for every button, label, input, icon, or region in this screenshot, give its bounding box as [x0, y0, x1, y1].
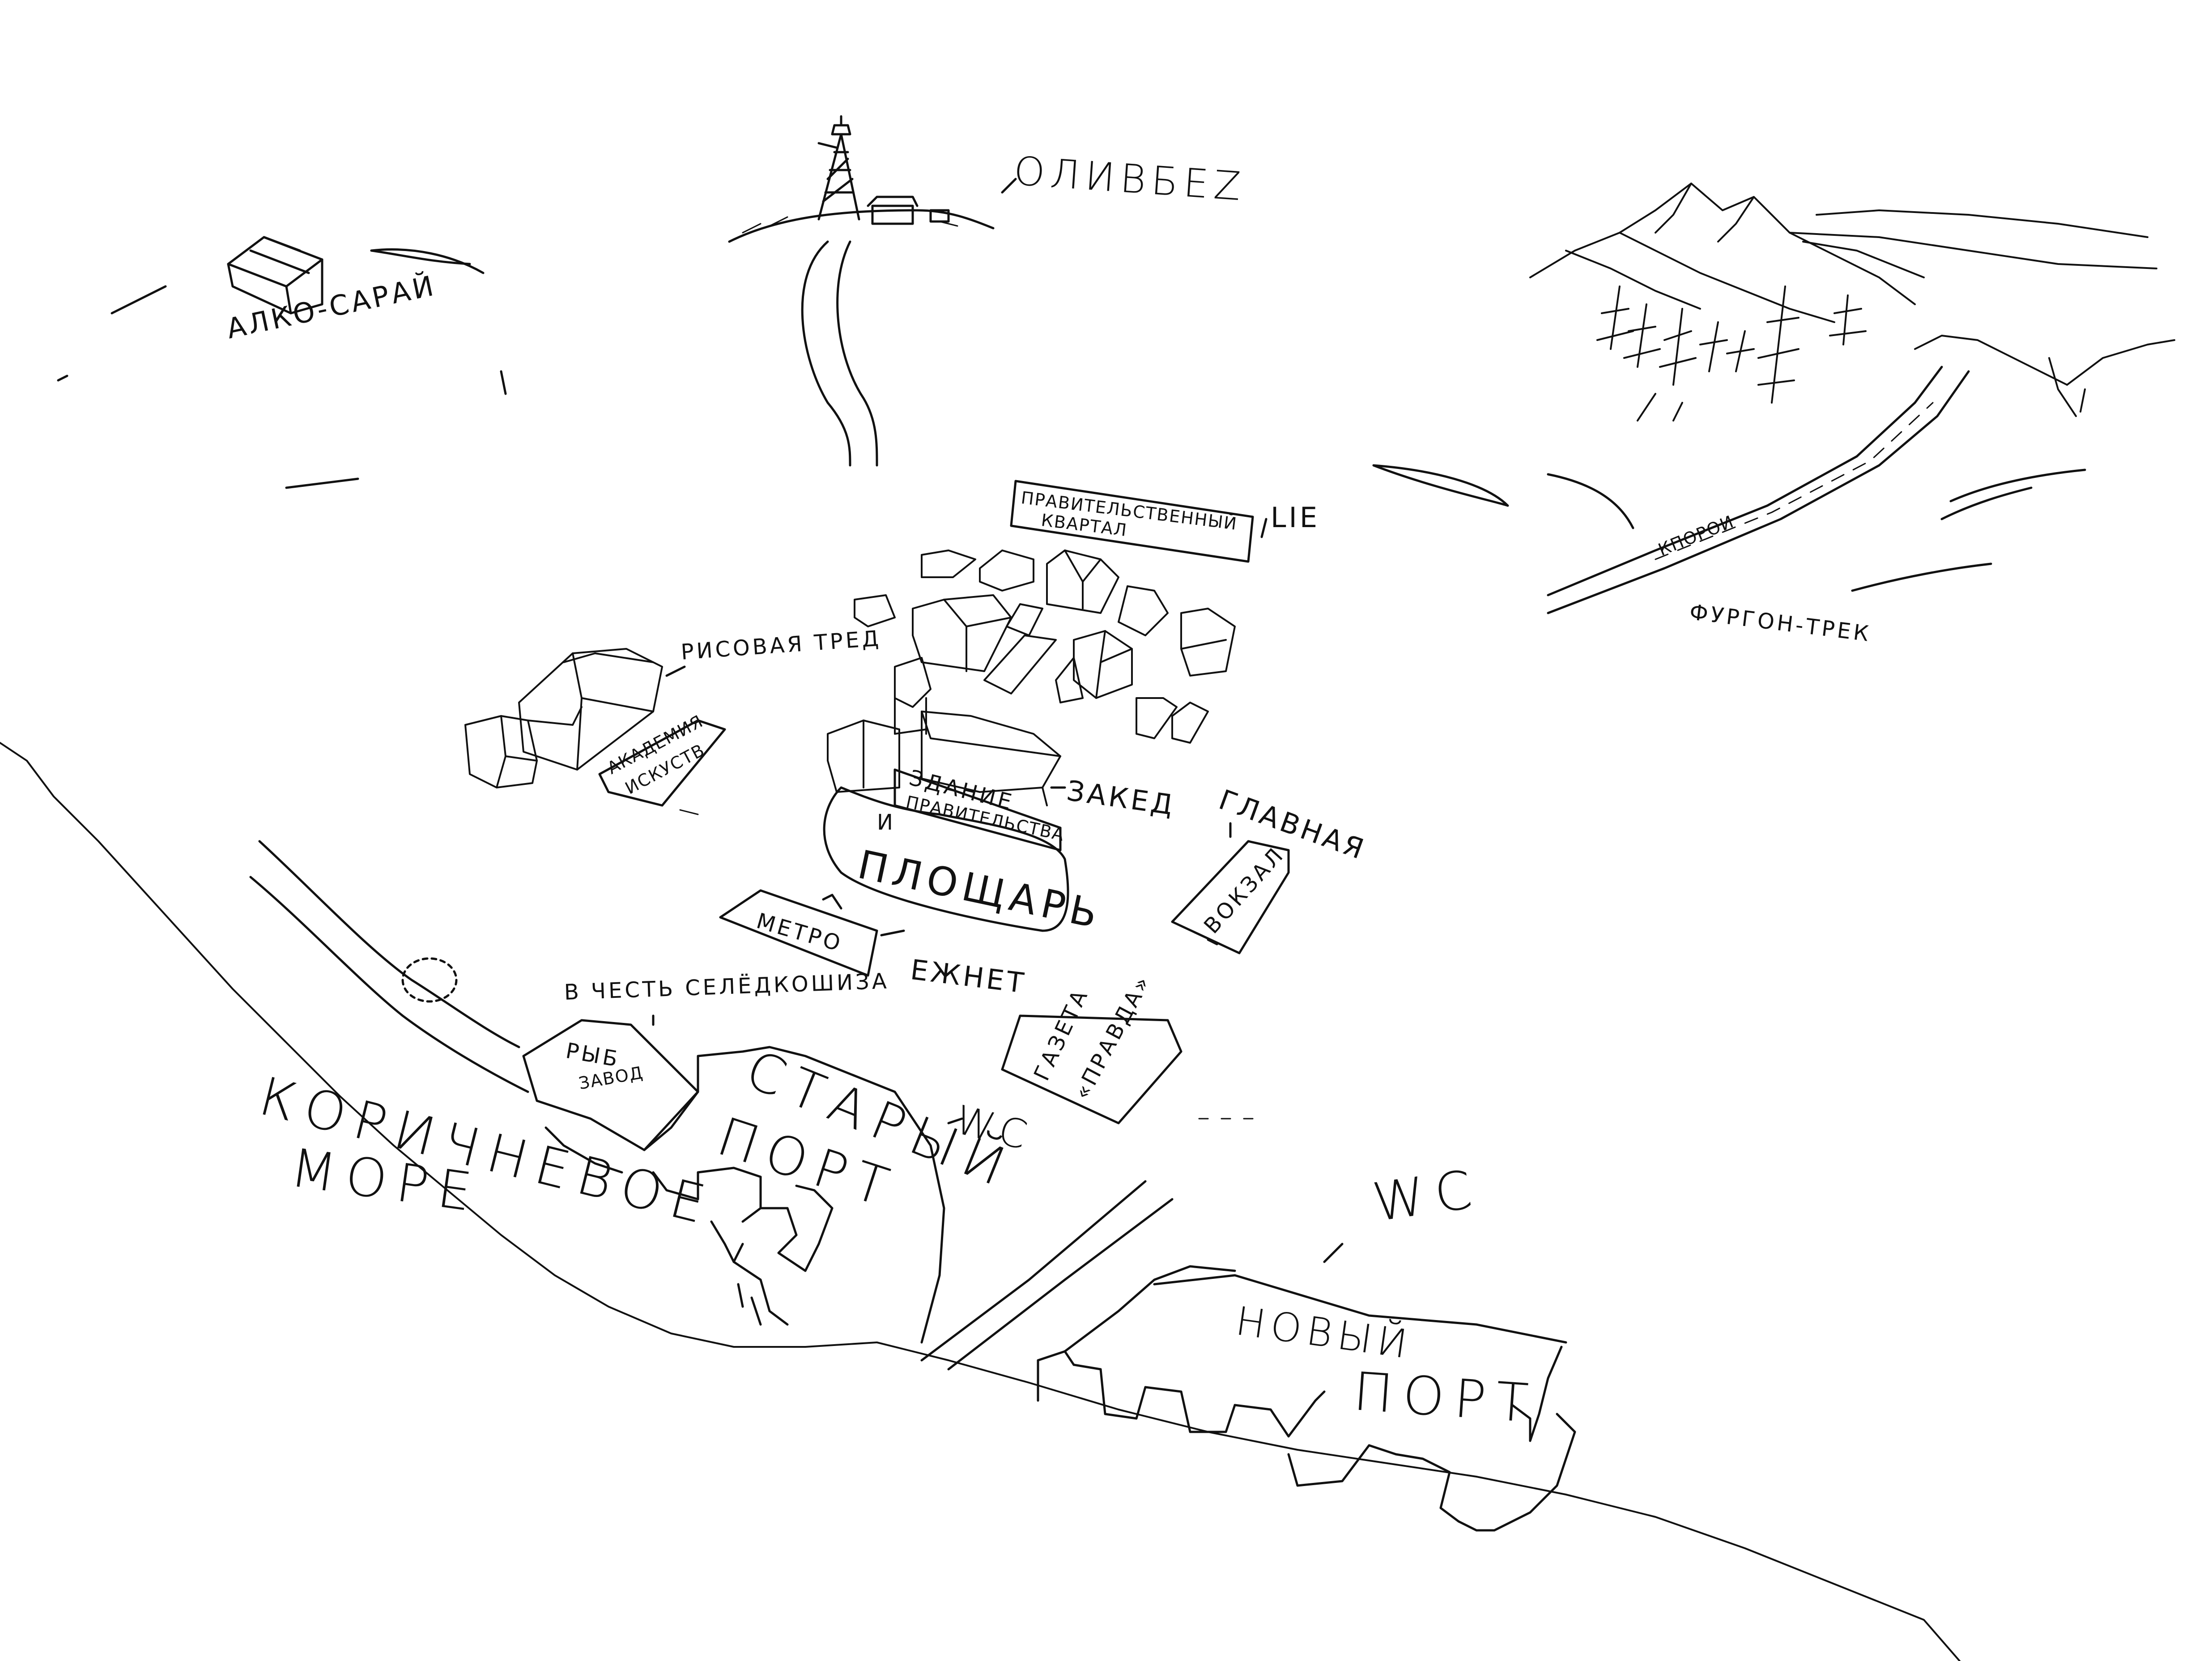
olivbez-hill	[728, 209, 995, 243]
old-port-outline	[643, 1046, 945, 1344]
alko-hill-stroke-right	[500, 370, 507, 395]
ridge-5	[1851, 562, 1992, 592]
alko-hill-stroke-small	[57, 375, 68, 382]
alko-sarai-shed-icon	[227, 236, 323, 315]
ridge-4	[1940, 486, 2033, 520]
coast-road-lower	[249, 876, 529, 1093]
risova-pointer	[665, 665, 686, 677]
gov-quarter-pointer	[1260, 518, 1268, 538]
fish-factory-shore	[544, 1126, 623, 1174]
alko-hill	[370, 249, 471, 265]
hill-road-left	[801, 240, 851, 467]
wc-new-pointer	[1323, 1243, 1344, 1263]
metro-plaque	[719, 889, 878, 977]
coastline	[0, 742, 1961, 1661]
olivbez-pointer	[1001, 178, 1017, 194]
alko-hill-stroke-bottom	[285, 477, 359, 489]
ridge-2	[1547, 473, 1634, 529]
mountain-road-1	[1547, 366, 1943, 596]
risova-tred-buildings	[464, 648, 663, 788]
ezhnet-pointer	[880, 929, 905, 937]
label-new-port-line2: ПОРТ	[1351, 1360, 1540, 1435]
newspaper-plaque	[1001, 1014, 1183, 1124]
port-road-2	[947, 1198, 1174, 1371]
pine-trees	[1596, 285, 1867, 422]
academy-underline	[679, 809, 699, 815]
mountain-road-center	[1655, 402, 1934, 560]
olivbez-building-icon	[867, 196, 950, 225]
ridge-3	[1949, 468, 2086, 503]
port-road-1	[920, 1180, 1147, 1362]
downtown-buildings	[827, 549, 1236, 806]
vokzal-tick	[1207, 938, 1218, 945]
gov-quarter-box	[1010, 480, 1254, 563]
academy-plaque	[598, 719, 726, 807]
new-port-outline	[1037, 1265, 1576, 1532]
mountains	[1529, 183, 2175, 417]
coast-road-upper	[258, 840, 520, 1048]
radio-tower-icon	[817, 115, 860, 221]
roundabout	[401, 957, 458, 1003]
fish-factory-outline	[522, 1019, 699, 1151]
alko-hill-stroke-left	[111, 285, 167, 315]
hill-road-right	[836, 240, 878, 467]
gov-building-plaque	[893, 768, 1062, 852]
label-gov-building-line3: И	[877, 810, 896, 835]
alko-hill-right	[370, 248, 485, 274]
wc-old-pointer	[947, 1117, 963, 1124]
mountain-road-2	[1547, 370, 1970, 614]
label-lie: LIE	[1271, 501, 1320, 534]
vokzal-plaque	[1171, 840, 1290, 954]
square-outline	[823, 786, 1069, 932]
ridge-1	[1372, 464, 1509, 507]
metro-mark	[822, 894, 842, 910]
